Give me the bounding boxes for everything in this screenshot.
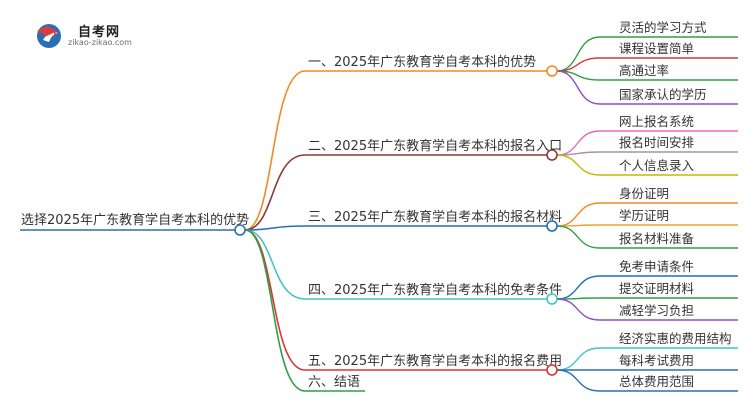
child-connector <box>556 298 601 321</box>
child-label: 总体费用范围 <box>619 374 694 389</box>
child-label: 网上报名系统 <box>619 114 694 129</box>
branch-node <box>546 293 558 305</box>
child-label: 减轻学习负担 <box>619 303 694 318</box>
child-label: 国家承认的学历 <box>619 87 707 102</box>
root-node <box>234 224 246 236</box>
child-label: 课程设置简单 <box>619 41 694 56</box>
child-label: 高通过率 <box>619 63 669 78</box>
branch-node <box>546 364 558 376</box>
child-connector <box>556 70 601 105</box>
site-logo: 自考网 zikao-zikao.com <box>34 20 164 50</box>
child-label: 学历证明 <box>619 208 669 223</box>
child-label: 经济实惠的费用结构 <box>619 331 732 346</box>
branch-label: 二、2025年广东教育学自考本科的报名入口 <box>308 138 562 154</box>
branch-label: 一、2025年广东教育学自考本科的优势 <box>308 54 536 70</box>
child-connector <box>556 151 601 156</box>
logo-url: zikao-zikao.com <box>68 38 132 47</box>
child-connector <box>556 130 601 156</box>
branch-connector <box>244 229 306 392</box>
child-label: 免考申请条件 <box>619 259 694 274</box>
branch-connector <box>244 229 306 371</box>
child-label: 提交证明材料 <box>619 281 695 296</box>
child-connector <box>556 225 601 249</box>
child-connector <box>556 347 601 371</box>
branch-connector <box>244 229 306 300</box>
branch-label: 五、2025年广东教育学自考本科的报名费用 <box>308 353 562 369</box>
child-connector <box>556 36 601 72</box>
child-label: 报名时间安排 <box>619 135 695 150</box>
child-connector <box>556 154 601 176</box>
child-connector <box>556 369 601 392</box>
child-label: 灵活的学习方式 <box>619 20 707 35</box>
child-label: 个人信息录入 <box>619 158 695 173</box>
branch-node <box>546 65 558 77</box>
child-label: 每科考试费用 <box>619 353 694 368</box>
branch-label: 六、结语 <box>308 375 360 390</box>
child-connector <box>556 202 601 227</box>
child-connector <box>556 275 601 300</box>
child-connector <box>556 57 601 72</box>
branch-connector <box>244 154 306 231</box>
child-label: 身份证明 <box>619 186 669 201</box>
branch-connector <box>244 70 306 231</box>
branch-connector <box>244 225 306 231</box>
graduation-cap-logo-icon <box>37 24 61 48</box>
branch-label: 四、2025年广东教育学自考本科的免考条件 <box>308 282 562 298</box>
child-label: 报名材料准备 <box>619 231 695 246</box>
branch-node <box>546 149 558 161</box>
branch-label: 三、2025年广东教育学自考本科的报名材料 <box>308 209 562 225</box>
root-label: 选择2025年广东教育学自考本科的优势 <box>21 212 249 228</box>
branch-node <box>546 220 558 232</box>
logo-name: 自考网 <box>78 25 121 40</box>
